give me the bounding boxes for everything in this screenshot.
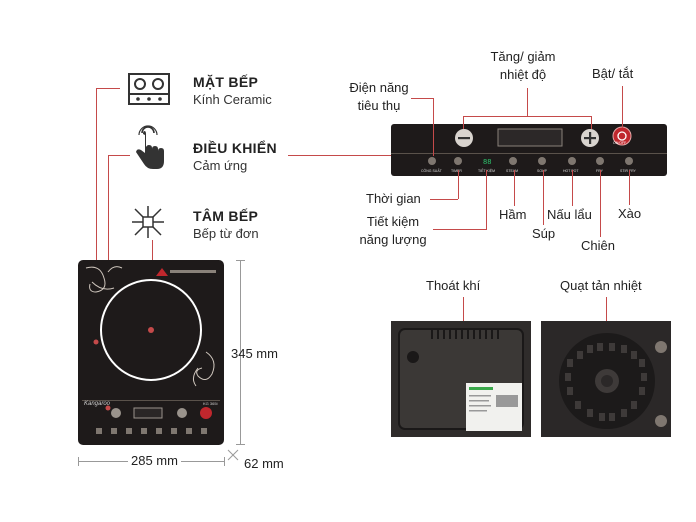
dim-depth-marker [227,449,239,461]
panel-print: STEAM [506,169,519,173]
label-power-display: Điện năng tiêu thụ [349,80,409,113]
callout-line [629,170,630,205]
callout-line [430,199,458,200]
dim-line-height [240,260,241,445]
dim-depth-label: 62 mm [244,456,284,471]
callout-line [572,170,573,206]
svg-text:88: 88 [483,159,491,167]
dim-tick [236,444,245,445]
label-exhaust: Thoát khí [426,278,481,293]
touch-hand-icon [136,125,164,169]
panel-print: FRY [596,169,603,173]
brand-logo: Kangaroo [84,401,111,407]
callout-line [622,86,623,128]
cooking-zone [100,279,202,381]
panel-print: HOT POT [563,169,579,173]
callout-line [463,116,464,129]
model-label: KG 365i [203,401,218,406]
callout-line [463,297,464,329]
cooktop-image [78,260,224,445]
fan-photo [541,321,671,437]
label-cook: Nấu lẩu [547,207,592,222]
callout-line [591,116,592,129]
dim-width-label: 285 mm [128,453,181,468]
induction-center-icon [132,206,164,238]
label-stir-fry: Xào [618,206,642,221]
label-energy-saving: Tiết kiệm năng lượng [359,214,427,247]
feature-title: ĐIỀU KHIỂN [193,140,277,156]
feature-subtitle: Kính Ceramic [193,92,272,107]
panel-print: STIR FRY [620,169,636,173]
callout-line [108,155,130,156]
label-stew: Hầm [499,207,527,222]
feature-title: TÂM BẾP [193,208,259,224]
callout-line [606,297,607,339]
dim-tick [236,260,245,261]
label-on-off: Bật/ tắt [592,66,634,81]
cooktop-burners-icon [128,73,170,105]
panel-print: TIMER [451,169,462,173]
panel-print: CÔNG SUẤT [421,169,442,173]
dim-height-label: 345 mm [231,346,278,361]
dim-tick [224,457,225,466]
callout-line [433,98,434,156]
label-temp-adjust: Tăng/ giảm nhiệt độ [490,49,556,82]
feature-subtitle: Cảm ứng [193,158,248,173]
feature-subtitle: Bếp từ đơn [193,226,259,241]
callout-line [527,88,528,116]
callout-line [458,170,459,199]
callout-line [463,116,592,117]
callout-line [96,88,97,340]
callout-line [600,170,601,237]
panel-print: SOUP [537,169,547,173]
callout-line [411,98,433,99]
label-timer: Thời gian [366,191,421,206]
label-fan: Quạt tản nhiệt [560,278,642,293]
callout-line [543,170,544,225]
label-soup: Súp [532,226,556,241]
feature-title: MẶT BẾP [193,74,259,90]
control-panel-image: 88 [391,124,667,176]
dim-tick [78,457,79,466]
callout-line [514,170,515,206]
callout-line [486,170,487,230]
callout-line [96,88,120,89]
callout-line [288,155,391,156]
exhaust-photo [391,321,531,437]
label-fry: Chiên [581,238,615,253]
onoff-print: ON/OFF [613,141,627,145]
callout-line [433,229,486,230]
